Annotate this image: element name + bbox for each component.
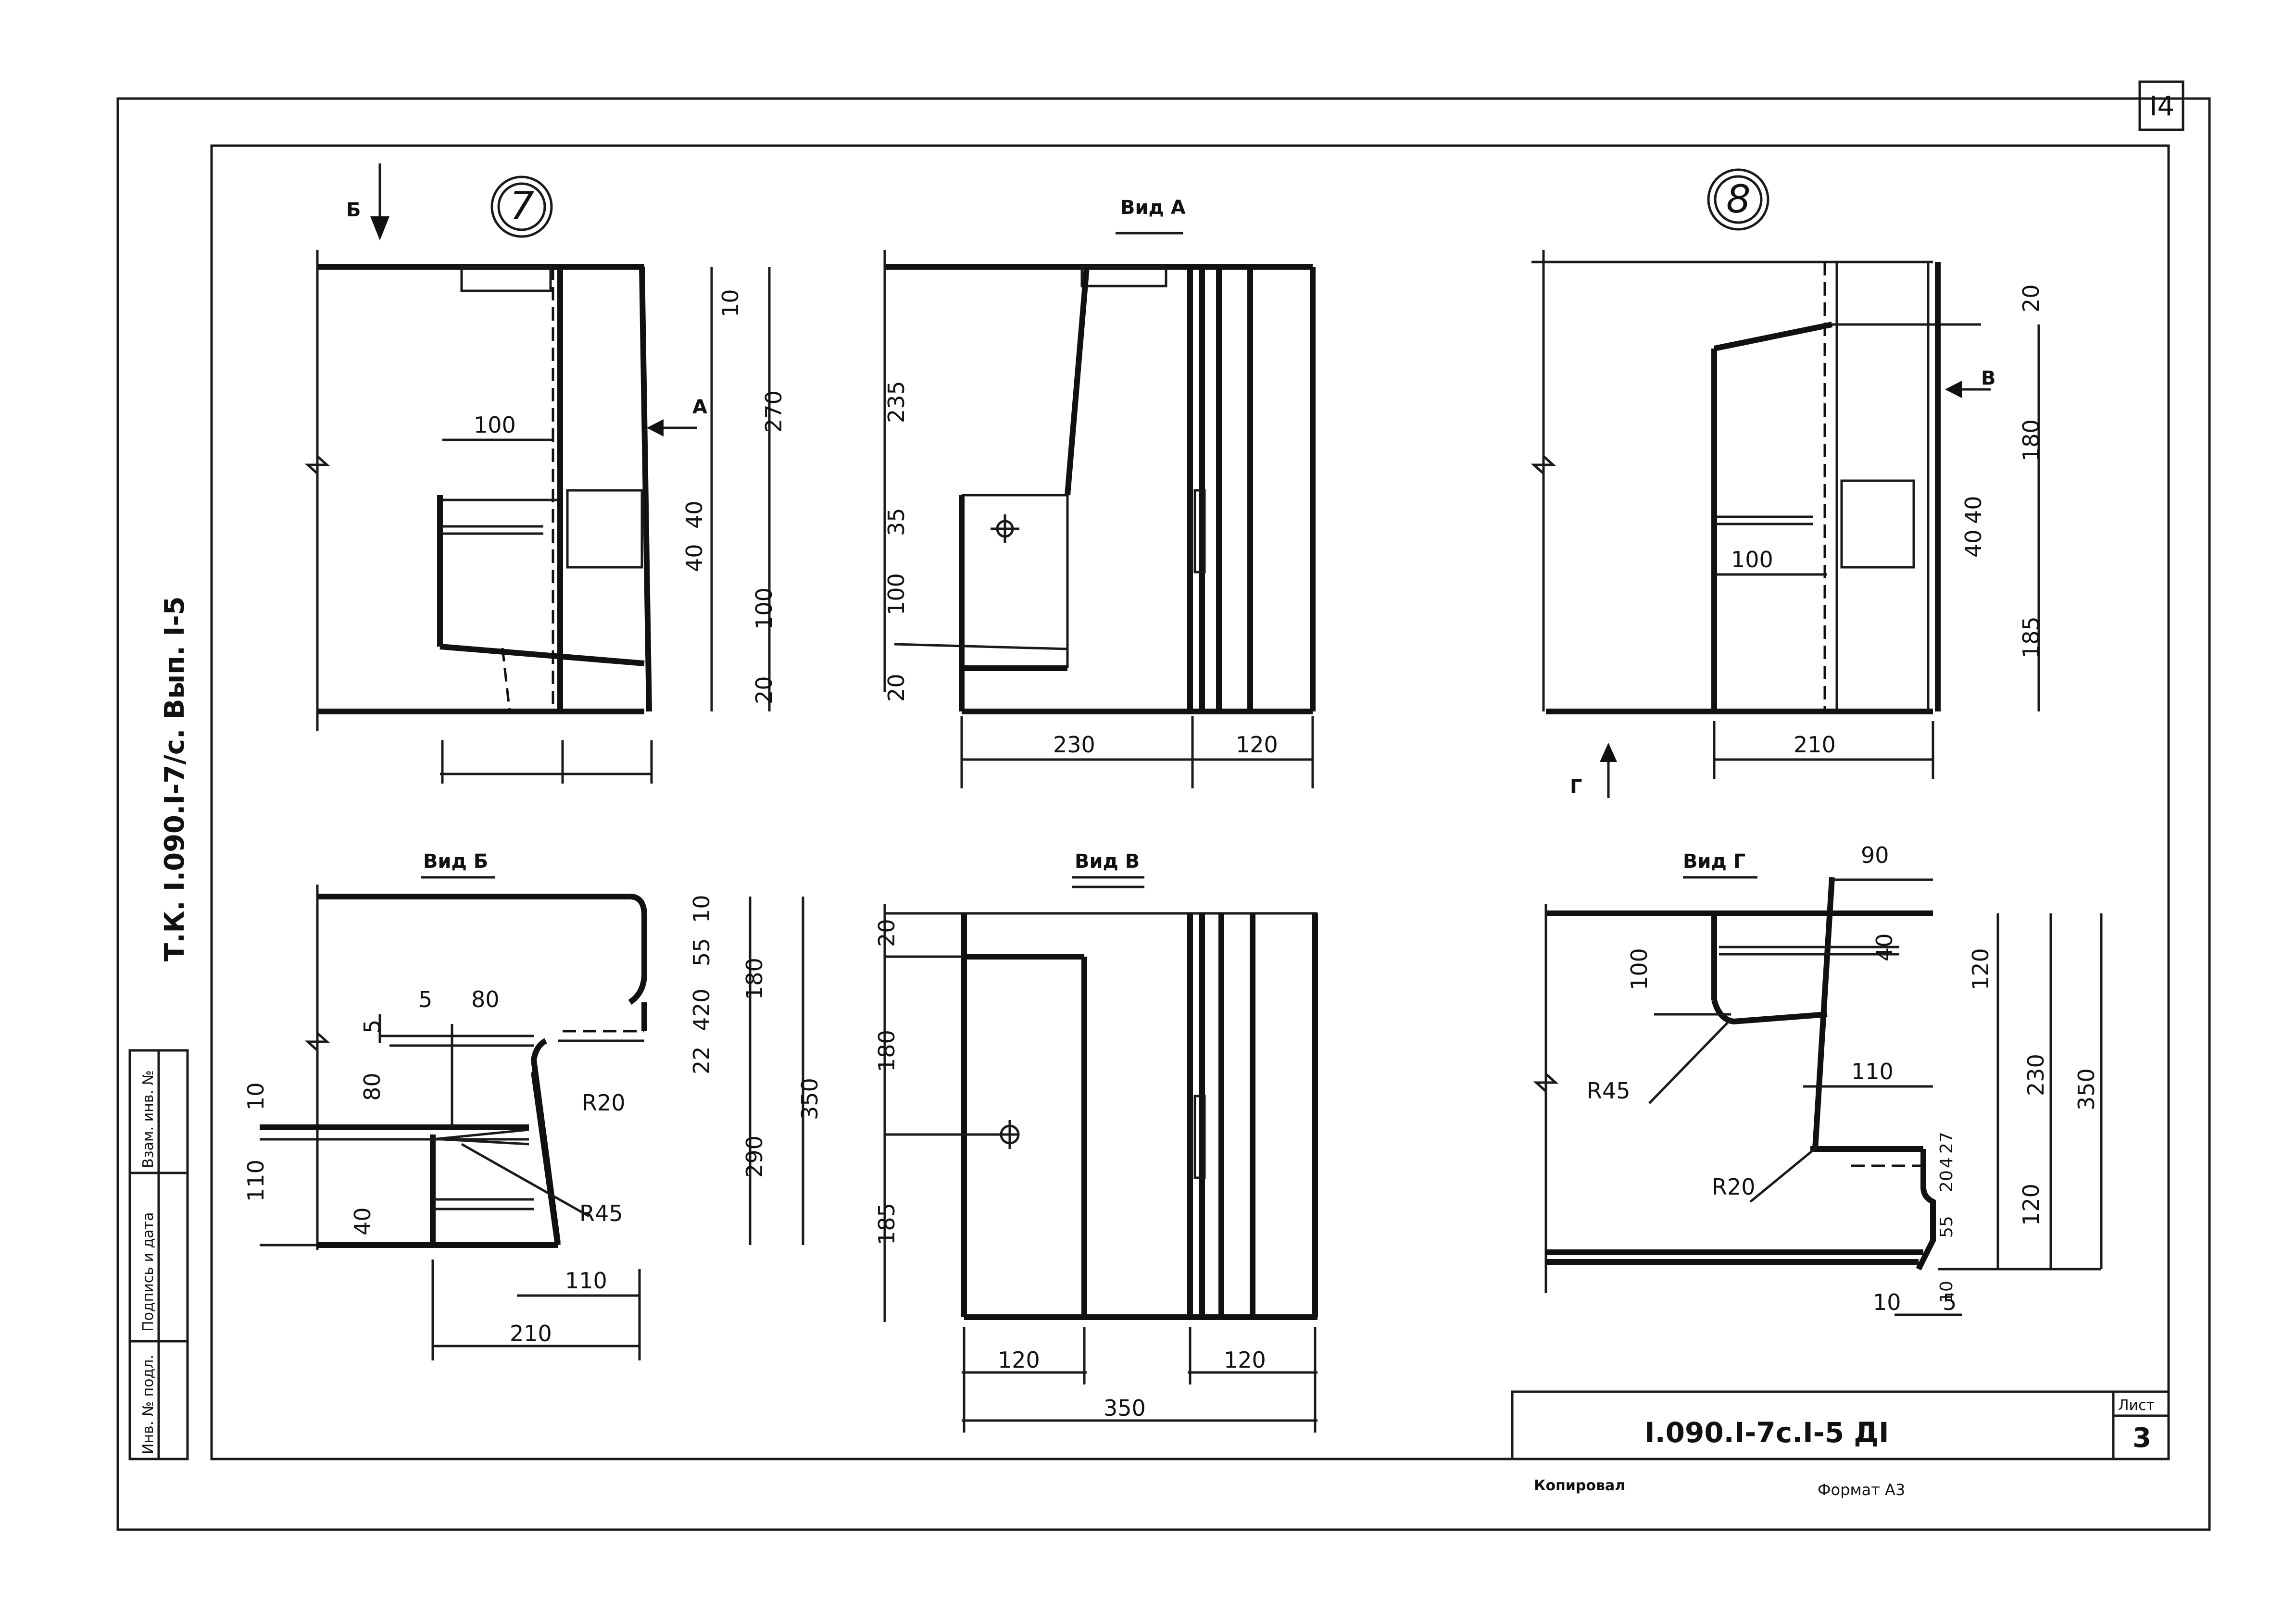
view-g-dim-90: 90 [1861,842,1889,868]
view-b-dim-40: 40 [350,1207,376,1235]
left-vertical-code: Т.К. I.090.I-7/с. Вып. I-5 [159,596,190,961]
view-g-dim-4: 4 [1937,1157,1957,1168]
view-a-dim-120: 120 [1236,732,1278,758]
view-g-dim-110: 110 [1851,1059,1894,1085]
view-b-title: Вид Б [423,850,488,873]
view-b-drawing [260,876,804,1360]
side-stamp [128,1049,189,1460]
view-a-dim-100: 100 [883,573,909,615]
view-g-dim-10b: 10 [1873,1289,1901,1315]
view-v-dim-120b: 120 [1224,1347,1266,1373]
node-8-dim-180: 180 [2018,419,2044,461]
node-7-dim-10: 10 [717,289,743,317]
stamp-cell-replace: Взам. инв. № [140,1070,157,1168]
view-g-dim-350: 350 [2073,1068,2099,1110]
view-a-title: Вид А [1120,197,1186,219]
node-8-dim-100: 100 [1731,547,1773,573]
view-g-dim-120a: 120 [1968,948,1994,990]
view-a-dim-35: 35 [883,508,909,536]
view-b-dim-180: 180 [741,958,767,1000]
view-v-dim-185: 185 [874,1203,900,1245]
node-7-dim-40a: 40 [681,500,707,529]
view-b-dim-110a: 110 [243,1160,269,1202]
view-b-dim-80a: 80 [471,986,500,1012]
view-b-dim-5b: 5 [359,1020,385,1034]
view-v-dim-20: 20 [874,919,900,947]
node-8-dim-185: 185 [2018,616,2044,659]
sheet-frame [116,80,2211,1531]
view-g-title: Вид Г [1683,850,1745,873]
view-v-dim-120a: 120 [998,1347,1040,1373]
view-a-drawing [883,232,1316,788]
node-7-dim-100: 100 [751,587,777,630]
view-b-dim-350: 350 [797,1078,823,1120]
view-b-dim-10b: 10 [243,1082,269,1110]
node-7-label: 7 [510,184,534,228]
view-b-dim-4: 4 [689,1017,715,1031]
node-8-dim-40a: 40 [1960,496,1986,524]
node-8-drawing [1531,168,2040,798]
view-v-dim-180: 180 [874,1030,900,1072]
list-value: 3 [2133,1422,2151,1454]
node-7-dim-20: 20 [751,676,777,704]
view-g-r20: R20 [1712,1174,1756,1200]
view-g-r45: R45 [1587,1078,1631,1104]
view-g-dim-55: 55 [1937,1216,1957,1238]
view-a-dim-230: 230 [1053,732,1095,758]
view-b-dim-210: 210 [510,1321,552,1347]
node-7-dim-100-top: 100 [474,412,516,438]
view-g-dim-230: 230 [2023,1054,2049,1096]
view-g-dim-40: 40 [1871,933,1897,961]
view-g-dim-120b: 120 [2018,1184,2044,1226]
view-b-dim-22: 22 [689,1046,715,1074]
view-g-dim-5: 5 [1943,1289,1957,1315]
node-7-dim-40b: 40 [681,544,707,572]
view-b-dim-20: 20 [689,988,715,1017]
view-v-title: Вид В [1075,850,1140,873]
title-block [1511,1390,2170,1460]
list-label: Лист [2118,1397,2155,1414]
node-7-arrow-b: Б [346,199,361,221]
stamp-cell-sign: Подпись и дата [140,1212,157,1332]
view-b-dim-55: 55 [689,938,715,966]
view-g-dim-100: 100 [1626,948,1652,990]
footer-format: Формат А3 [1818,1481,1905,1499]
view-b-r20: R20 [582,1090,626,1116]
stamp-cell-inv: Инв. № подл. [140,1355,157,1454]
node-7-arrow-a: А [692,396,707,418]
node-8-dim-20: 20 [2018,284,2044,312]
view-b-dim-5a: 5 [418,986,432,1012]
view-g-dim-20: 20 [1937,1170,1957,1192]
node-8-arrow-g: Г [1570,776,1582,798]
view-g-drawing [1533,876,2103,1316]
view-b-dim-290: 290 [741,1135,767,1178]
view-a-dim-20: 20 [883,673,909,702]
view-b-dim-80b: 80 [359,1072,385,1101]
view-v-drawing [883,876,1318,1433]
view-b-dim-10: 10 [689,895,715,923]
node-8-dim-210: 210 [1794,732,1836,758]
view-v-dim-350: 350 [1104,1395,1146,1421]
title-code: I.090.I-7с.I-5 ДI [1644,1416,1889,1449]
footer-copied: Копировал [1534,1477,1625,1494]
node-8-arrow-v: В [1981,367,1996,389]
view-g-dim-27: 27 [1937,1132,1957,1154]
view-a-dim-235: 235 [883,381,909,423]
view-g-dim-10a: 10 [1937,1281,1957,1303]
node-8-dim-40b: 40 [1960,529,1986,558]
view-b-dim-110b: 110 [565,1268,607,1294]
node-7-drawing [304,163,771,784]
node-8-label: 8 [1726,177,1751,222]
view-b-r45: R45 [579,1200,623,1226]
node-7-dim-270: 270 [761,390,787,433]
sheet-number: I4 [2149,91,2174,122]
